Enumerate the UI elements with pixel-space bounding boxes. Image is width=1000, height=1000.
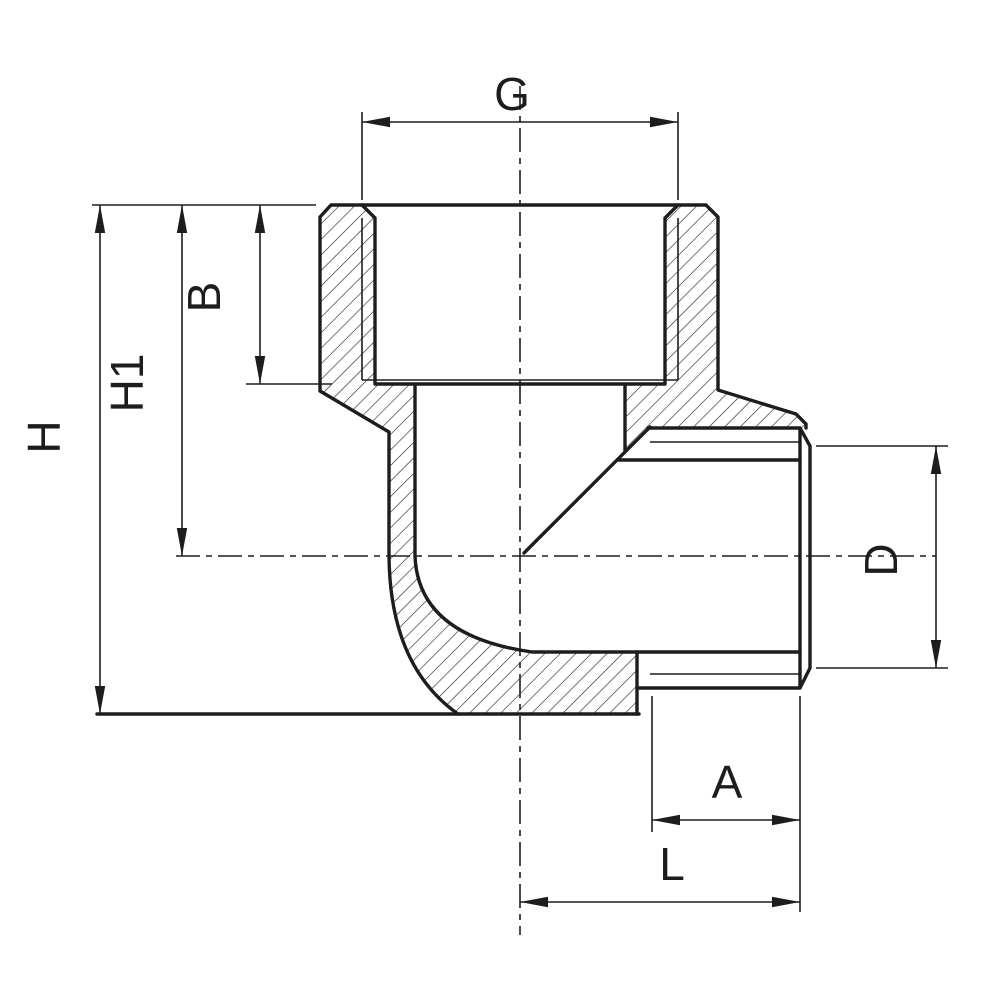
outer-profile [318, 203, 812, 716]
dimension-D: D [816, 445, 948, 669]
fitting-outline [95, 203, 812, 716]
dimension-H1: H1 [101, 205, 188, 556]
left-wall-section [320, 205, 637, 714]
dimension-B-label: B [178, 282, 230, 313]
dimension-L: L [520, 838, 800, 908]
dimension-B: B [178, 205, 332, 385]
centerlines [176, 86, 936, 935]
dimension-H1-label: H1 [101, 354, 153, 413]
dimension-G: G [361, 68, 679, 200]
dimension-D-label: D [855, 543, 907, 576]
dimension-A-extension-lines [651, 696, 801, 912]
dimension-H-label: H [18, 420, 70, 453]
dimension-L-label: L [659, 838, 685, 890]
dimension-A: A [651, 696, 801, 912]
dimension-H: H [18, 204, 316, 714]
bore-profile [360, 203, 802, 654]
thread-lines [361, 218, 800, 675]
section-hatching [320, 205, 806, 714]
dimension-A-label: A [712, 756, 743, 808]
right-wall-section [625, 205, 806, 451]
dimension-G-label: G [494, 68, 530, 120]
dimension-D-extension-lines [816, 445, 948, 669]
